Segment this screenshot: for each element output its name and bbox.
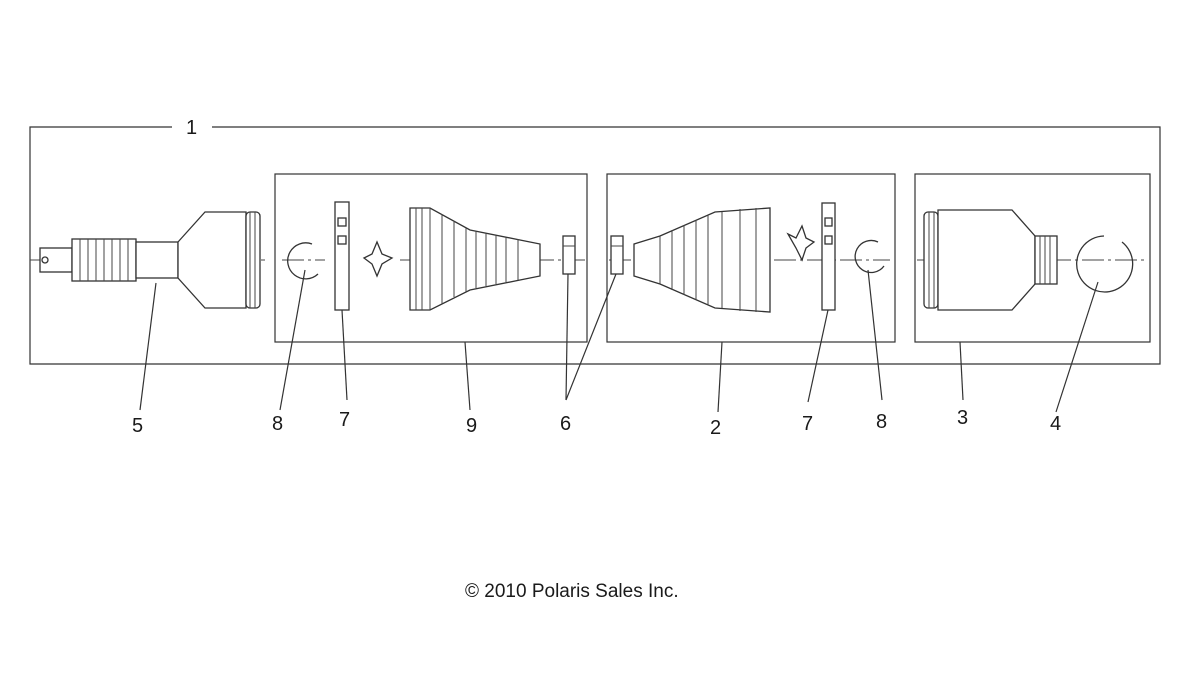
callout-retainer-left: 7 [339, 409, 350, 431]
retainer-left [334, 201, 350, 311]
callout-assembly: 1 [186, 117, 197, 139]
callout-clamps: 6 [560, 413, 571, 435]
inner-cv-kit-box [914, 173, 1151, 343]
outer-boot [409, 207, 541, 311]
spider-right [786, 224, 816, 262]
copyright-text: © 2010 Polaris Sales Inc. [465, 581, 679, 602]
outer-cv-joint [39, 211, 261, 309]
callout-inner-boot-kit: 2 [710, 417, 721, 439]
leader-lines [139, 269, 1099, 413]
circlip [1076, 235, 1134, 293]
clamp-right [610, 235, 624, 275]
callout-retainer-right: 7 [802, 413, 813, 435]
assembly-frame [29, 126, 1161, 365]
retainer-right [821, 202, 836, 311]
inner-cv-housing [923, 209, 1058, 311]
inner-boot [633, 207, 771, 313]
callout-snap-ring-left: 8 [272, 413, 283, 435]
snap-ring-right [854, 239, 885, 274]
callout-inner-cv-kit: 3 [957, 407, 968, 429]
callout-outer-boot-kit: 9 [466, 415, 477, 437]
snap-ring-left [287, 242, 319, 280]
spider-left [362, 240, 394, 278]
callout-snap-ring-right: 8 [876, 411, 887, 433]
callout-circlip: 4 [1050, 413, 1061, 435]
clamp-left [562, 235, 576, 275]
inner-boot-kit-box [606, 173, 896, 343]
outer-boot-kit-box [274, 173, 588, 343]
callout-outer-cv-joint: 5 [132, 415, 143, 437]
